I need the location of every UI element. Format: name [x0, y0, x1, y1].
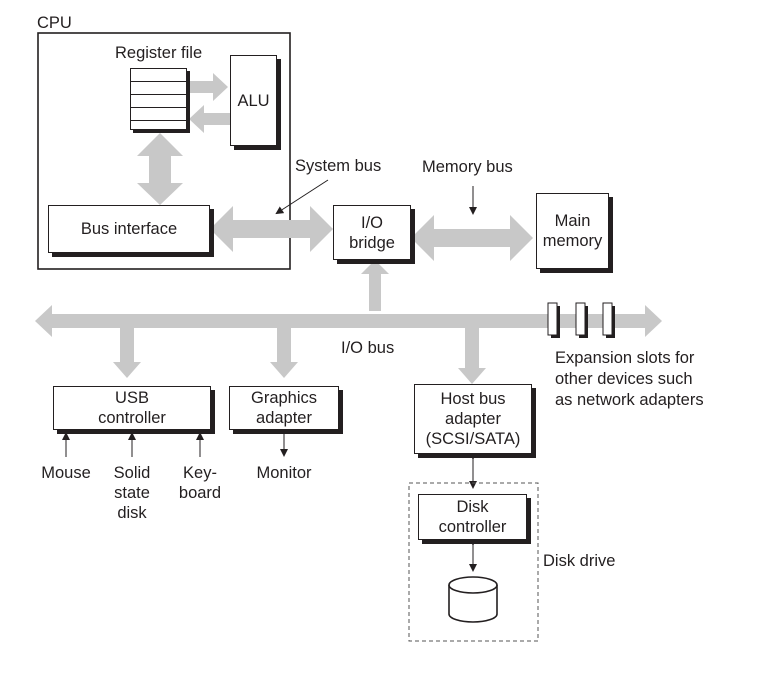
usb-line2: controller: [98, 409, 166, 427]
disk-platter-icon: [448, 576, 498, 623]
usb-drop-arrow: [113, 328, 141, 378]
register-file-label: Register file: [115, 44, 203, 62]
expansion-caption-line3: as network adapters: [555, 391, 704, 409]
hba-line1: Host bus: [440, 390, 506, 408]
device-solid-state-disk: Solid state disk: [102, 463, 162, 523]
graphics-line2: adapter: [256, 409, 312, 427]
hba-drop-arrow: [458, 328, 486, 384]
usb-controller-box: USB controller: [53, 386, 211, 430]
disk-controller-line2: controller: [438, 518, 507, 536]
main-memory-line2: memory: [542, 232, 603, 250]
register: [131, 95, 186, 108]
register: [131, 121, 186, 131]
ssd-label-line2: state: [114, 484, 150, 502]
monitor-label: Monitor: [256, 464, 312, 482]
io-bridge-box: I/O bridge: [333, 205, 411, 260]
hba-line2: adapter: [445, 410, 501, 428]
memory-bus-label: Memory bus: [422, 158, 513, 176]
io-bus-arrow: [35, 305, 662, 337]
regfile-bus-interface-arrow: [137, 133, 183, 205]
alu-to-regfile-arrow: [189, 105, 230, 133]
register: [131, 69, 186, 82]
keyboard-label-line1: Key-: [183, 464, 217, 482]
expansion-slots: [547, 302, 615, 338]
device-keyboard: Key- board: [170, 463, 230, 503]
graphics-drop-arrow: [270, 328, 298, 378]
system-bus-label: System bus: [295, 157, 382, 175]
bus-interface-label: Bus interface: [80, 220, 178, 238]
register: [131, 82, 186, 95]
io-bridge-line2: bridge: [349, 233, 395, 252]
io-bridge-connector: [361, 260, 389, 311]
ssd-label-line3: disk: [117, 504, 147, 522]
graphics-adapter-box: Graphics adapter: [229, 386, 339, 430]
disk-drive-outline: [408, 482, 539, 642]
usb-line1: USB: [115, 389, 149, 407]
bus-interface-box: Bus interface: [48, 205, 210, 253]
register: [131, 108, 186, 121]
alu-box: ALU: [230, 55, 277, 146]
hba-line3: (SCSI/SATA): [425, 430, 521, 448]
io-bridge-line1: I/O: [360, 213, 383, 232]
main-memory-line1: Main: [554, 212, 591, 230]
io-bus-label: I/O bus: [341, 339, 395, 357]
cpu-outline: [37, 32, 291, 270]
keyboard-label-line2: board: [178, 484, 222, 502]
disk-controller-box: Disk controller: [418, 494, 527, 540]
mouse-label: Mouse: [41, 464, 91, 482]
system-bus-arrow: [210, 206, 333, 252]
device-mouse: Mouse: [36, 463, 96, 483]
expansion-caption-line1: Expansion slots for: [555, 349, 695, 367]
host-bus-adapter-box: Host bus adapter (SCSI/SATA): [414, 384, 532, 454]
cpu-label: CPU: [37, 14, 72, 32]
disk-controller-line1: Disk: [456, 498, 489, 516]
graphics-line1: Graphics: [250, 389, 318, 407]
register-file: [130, 68, 187, 130]
memory-bus-arrow: [411, 215, 533, 261]
alu-label: ALU: [237, 91, 270, 110]
disk-drive-label: Disk drive: [543, 552, 616, 570]
expansion-caption-line2: other devices such: [555, 370, 693, 388]
main-memory-box: Main memory: [536, 193, 609, 269]
ssd-label-line1: Solid: [113, 464, 151, 482]
regfile-to-alu-arrow: [187, 73, 228, 101]
system-bus-pointer: [275, 179, 329, 215]
